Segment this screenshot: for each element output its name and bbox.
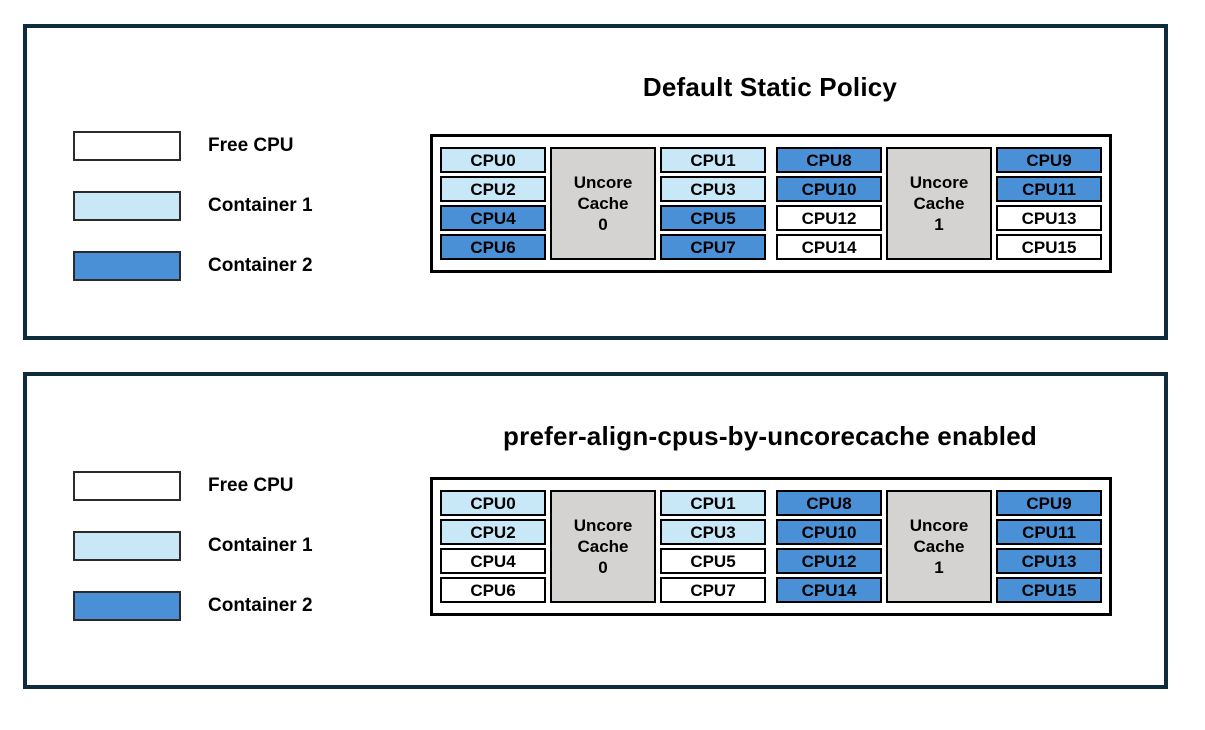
legend-item-free-cpu: Free CPU	[73, 471, 313, 501]
cpu-column-right: CPU9 CPU11 CPU13 CPU15	[996, 490, 1102, 603]
panel-prefer-align-uncorecache: prefer-align-cpus-by-uncorecache enabled…	[23, 372, 1168, 689]
cpu-cell: CPU13	[996, 548, 1102, 574]
cpu-cell: CPU7	[660, 234, 766, 260]
uncore-cache-label-line: Cache	[577, 537, 629, 556]
legend-item-free-cpu: Free CPU	[73, 131, 313, 161]
cpu-cell: CPU5	[660, 205, 766, 231]
legend-label: Container 1	[208, 195, 313, 216]
cpu-diagram: CPU0 CPU2 CPU4 CPU6 Uncore Cache 0 CPU1 …	[430, 134, 1112, 273]
cpu-cell: CPU11	[996, 519, 1102, 545]
cpu-column-left: CPU8 CPU10 CPU12 CPU14	[776, 490, 882, 603]
cpu-cell: CPU11	[996, 176, 1102, 202]
container-1-swatch	[73, 531, 181, 561]
uncore-cache-label-line: 0	[598, 558, 608, 577]
uncore-cache-1-group: CPU8 CPU10 CPU12 CPU14 Uncore Cache 1 CP…	[776, 490, 1102, 603]
uncore-cache-label-line: 1	[934, 215, 944, 234]
cpu-cell: CPU1	[660, 147, 766, 173]
panel-title: prefer-align-cpus-by-uncorecache enabled	[503, 421, 1037, 451]
uncore-cache-label-line: Cache	[577, 194, 629, 213]
cpu-cell: CPU6	[440, 577, 546, 603]
cpu-cell: CPU15	[996, 577, 1102, 603]
uncore-cache-0-group: CPU0 CPU2 CPU4 CPU6 Uncore Cache 0 CPU1 …	[440, 490, 766, 603]
panel-title: Default Static Policy	[642, 72, 898, 102]
cpu-cell: CPU7	[660, 577, 766, 603]
legend-item-container-2: Container 2	[73, 251, 313, 281]
uncore-cache-0-group: CPU0 CPU2 CPU4 CPU6 Uncore Cache 0 CPU1 …	[440, 147, 766, 260]
cpu-column-left: CPU8 CPU10 CPU12 CPU14	[776, 147, 882, 260]
cpu-cell: CPU13	[996, 205, 1102, 231]
uncore-cache-block: Uncore Cache 0	[550, 490, 656, 603]
cpu-cell: CPU9	[996, 490, 1102, 516]
uncore-cache-label-line: Uncore	[909, 173, 969, 192]
legend-label: Free CPU	[208, 475, 294, 496]
legend: Free CPU Container 1 Container 2	[73, 131, 313, 281]
cpu-cell: CPU2	[440, 519, 546, 545]
cpu-column-right: CPU9 CPU11 CPU13 CPU15	[996, 147, 1102, 260]
cpu-cell: CPU6	[440, 234, 546, 260]
cpu-column-right: CPU1 CPU3 CPU5 CPU7	[660, 147, 766, 260]
cpu-cell: CPU12	[776, 205, 882, 231]
uncore-cache-1-group: CPU8 CPU10 CPU12 CPU14 Uncore Cache 1 CP…	[776, 147, 1102, 260]
cpu-cell: CPU1	[660, 490, 766, 516]
uncore-cache-block: Uncore Cache 1	[886, 490, 992, 603]
container-2-swatch	[73, 251, 181, 281]
cpu-column-left: CPU0 CPU2 CPU4 CPU6	[440, 490, 546, 603]
container-2-swatch	[73, 591, 181, 621]
uncore-cache-label-line: Cache	[913, 537, 965, 556]
container-1-swatch	[73, 191, 181, 221]
free-cpu-swatch	[73, 131, 181, 161]
legend-item-container-2: Container 2	[73, 591, 313, 621]
cpu-cell: CPU12	[776, 548, 882, 574]
legend-label: Container 2	[208, 255, 313, 276]
cpu-cell: CPU14	[776, 577, 882, 603]
cpu-cell: CPU3	[660, 519, 766, 545]
uncore-cache-label-line: Uncore	[909, 516, 969, 535]
cpu-column-right: CPU1 CPU3 CPU5 CPU7	[660, 490, 766, 603]
uncore-cache-label-line: Uncore	[573, 516, 633, 535]
panel-default-static-policy: Default Static Policy Free CPU Container…	[23, 24, 1168, 340]
cpu-cell: CPU4	[440, 205, 546, 231]
cpu-cell: CPU8	[776, 147, 882, 173]
cpu-cell: CPU0	[440, 147, 546, 173]
cpu-cell: CPU3	[660, 176, 766, 202]
cpu-cell: CPU8	[776, 490, 882, 516]
legend-item-container-1: Container 1	[73, 531, 313, 561]
legend-item-container-1: Container 1	[73, 191, 313, 221]
uncore-cache-label-line: Uncore	[573, 173, 633, 192]
cpu-cell: CPU15	[996, 234, 1102, 260]
cpu-cell: CPU9	[996, 147, 1102, 173]
legend-label: Free CPU	[208, 135, 294, 156]
uncore-cache-block: Uncore Cache 1	[886, 147, 992, 260]
cpu-cell: CPU14	[776, 234, 882, 260]
uncore-cache-label-line: Cache	[913, 194, 965, 213]
cpu-column-left: CPU0 CPU2 CPU4 CPU6	[440, 147, 546, 260]
cpu-diagram: CPU0 CPU2 CPU4 CPU6 Uncore Cache 0 CPU1 …	[430, 477, 1112, 616]
cpu-cell: CPU0	[440, 490, 546, 516]
cpu-cell: CPU10	[776, 176, 882, 202]
uncore-cache-block: Uncore Cache 0	[550, 147, 656, 260]
legend: Free CPU Container 1 Container 2	[73, 471, 313, 621]
cpu-cell: CPU10	[776, 519, 882, 545]
cpu-cell: CPU4	[440, 548, 546, 574]
uncore-cache-label-line: 0	[598, 215, 608, 234]
cpu-cell: CPU2	[440, 176, 546, 202]
legend-label: Container 2	[208, 595, 313, 616]
cpu-cell: CPU5	[660, 548, 766, 574]
free-cpu-swatch	[73, 471, 181, 501]
legend-label: Container 1	[208, 535, 313, 556]
uncore-cache-label-line: 1	[934, 558, 944, 577]
